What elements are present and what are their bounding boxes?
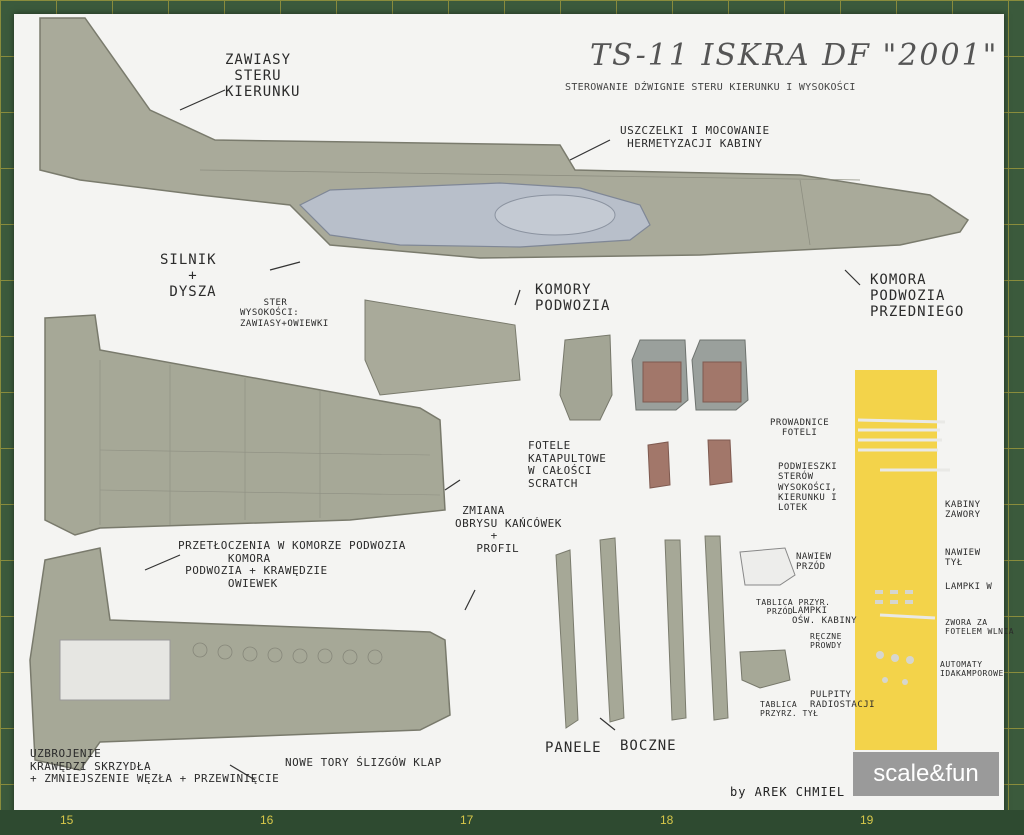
- page-title: TS-11 ISKRA DF "2001": [590, 38, 999, 73]
- small-parts: [875, 590, 914, 685]
- note-nawiew-przod: NAWIEW PRZÓD: [796, 552, 832, 573]
- note-tablica-tyl: TABLICA PRZYRZ. TYŁ: [760, 700, 819, 719]
- note-zawiasy: ZAWIASY STERU KIERUNKU: [225, 52, 301, 101]
- note-uzbrojenie: UZBROJENIE KRAWĘDZI SKRZYDŁA + ZMNIEJSZE…: [30, 747, 280, 786]
- wing-panel-lines: [99, 360, 441, 525]
- note-przetloczenia: PRZETŁOCZENIA W KOMORZE PODWOZIA KOMORA …: [178, 539, 406, 590]
- subtitle: STEROWANIE DŹWIGNIE STERU KIERUNKU I WYS…: [565, 82, 856, 93]
- note-nowe-tory: NOWE TORY ŚLIZGÓW KLAP: [285, 756, 442, 769]
- ruler-mark: 17: [460, 813, 474, 827]
- note-lampki-w: LAMPKI W: [945, 582, 993, 592]
- ruler-mark: 16: [260, 813, 274, 827]
- access-panels: [192, 642, 383, 665]
- note-podwieszki: PODWIESZKI STERÓW WYSOKOŚCI, KIERUNKU I …: [778, 462, 838, 514]
- note-automaty: AUTOMATY IDAKAMPOROWE: [940, 660, 1004, 679]
- ruler-mark: 19: [860, 813, 874, 827]
- ejection-seats: [559, 334, 749, 489]
- seat-rails: [857, 418, 950, 620]
- ruler-mark: 15: [60, 813, 74, 827]
- note-kabiny-zawory: KABINY ZAWORY: [945, 500, 981, 521]
- note-prowadnice: PROWADNICE FOTELI: [770, 418, 830, 439]
- scalefun-logo: scale&fun: [853, 752, 999, 796]
- note-komora-przednia: KOMORA PODWOZIA PRZEDNIEGO: [870, 272, 965, 321]
- ruler-mark: 18: [660, 813, 674, 827]
- signature: by AREK CHMIEL: [730, 785, 846, 799]
- note-ster: STER WYSOKOŚCI: ZAWIASY+OWIEWKI: [240, 298, 329, 329]
- instrument-panels: [739, 547, 796, 689]
- note-zwora: ZWORA ZA FOTELEM WLNIA: [945, 618, 1015, 637]
- note-boczne: BOCZNE: [620, 738, 677, 754]
- annotation-arrows: [144, 89, 861, 781]
- note-fotele: FOTELE KATAPULTOWE W CAŁOŚCI SCRATCH: [528, 439, 607, 490]
- note-silnik: SILNIK + DYSZA: [160, 252, 217, 301]
- side-panels: [555, 535, 729, 729]
- note-pulpity: PULPITY RADIOSTACJI: [810, 690, 876, 711]
- lower-wing: [29, 547, 451, 771]
- note-nawiew-tyl: NAWIEW TYŁ: [945, 548, 981, 569]
- note-komory: KOMORY PODWOZIA: [535, 282, 611, 315]
- elevator: [364, 299, 521, 396]
- wheel-well: [59, 639, 171, 701]
- note-zmiana: ZMIANA OBRYSU KAŃCÓWEK + PROFIL: [455, 504, 562, 555]
- yellow-tape: [855, 370, 937, 750]
- mat-ruler: [0, 810, 1024, 835]
- note-lampki-osw: LAMPKI OŚW. KABINY: [792, 606, 858, 627]
- note-panele: PANELE: [545, 740, 602, 756]
- note-reczne: RĘCZNE PROWDY: [810, 632, 842, 651]
- note-uszczelki: USZCZELKI I MOCOWANIE HERMETYZACJI KABIN…: [620, 124, 770, 150]
- fuselage: [39, 17, 970, 259]
- note-tablica-przod: TABLICA PRZYR. PRZÓD: [756, 598, 831, 617]
